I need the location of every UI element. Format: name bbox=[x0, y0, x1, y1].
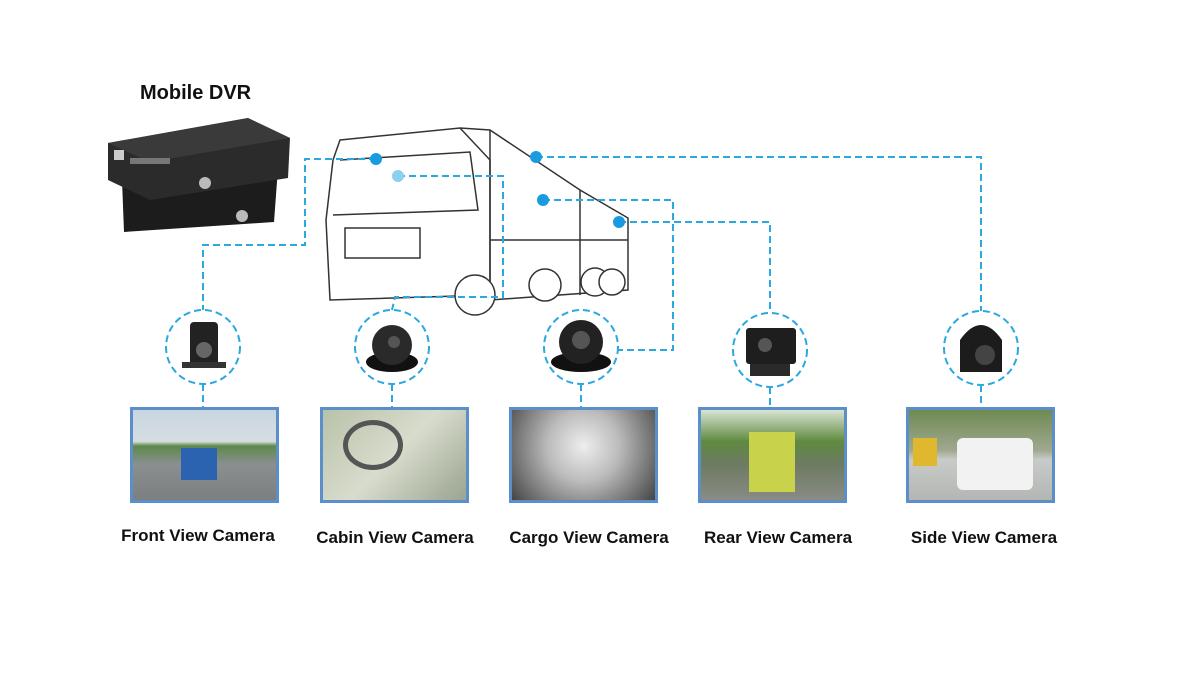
side-view-camera-label: Side View Camera bbox=[910, 528, 1058, 547]
connection-lines bbox=[165, 156, 1019, 407]
rear-view-camera-label: Rear View Camera bbox=[703, 528, 853, 547]
truck-illustration bbox=[325, 127, 629, 316]
cargo-view-camera-label: Cargo View Camera bbox=[509, 528, 669, 547]
dvr-title: Mobile DVR bbox=[140, 82, 252, 104]
ir-dome-camera-icon bbox=[551, 320, 611, 372]
dome-camera-icon bbox=[366, 325, 418, 372]
rear-camera-icon bbox=[746, 328, 796, 376]
bullet-camera-icon bbox=[182, 322, 226, 368]
side-camera-icon bbox=[960, 325, 1002, 372]
side-view-preview bbox=[906, 407, 1055, 503]
cargo-view-preview bbox=[509, 407, 658, 503]
dvr-device-icon bbox=[108, 118, 290, 232]
rear-view-preview bbox=[698, 407, 847, 503]
front-view-preview bbox=[130, 407, 279, 503]
connection-dots bbox=[370, 151, 625, 228]
cabin-view-camera-label: Cabin View Camera bbox=[316, 528, 474, 547]
cabin-view-preview bbox=[320, 407, 469, 503]
front-view-camera-label: Front View Camera bbox=[121, 526, 275, 545]
